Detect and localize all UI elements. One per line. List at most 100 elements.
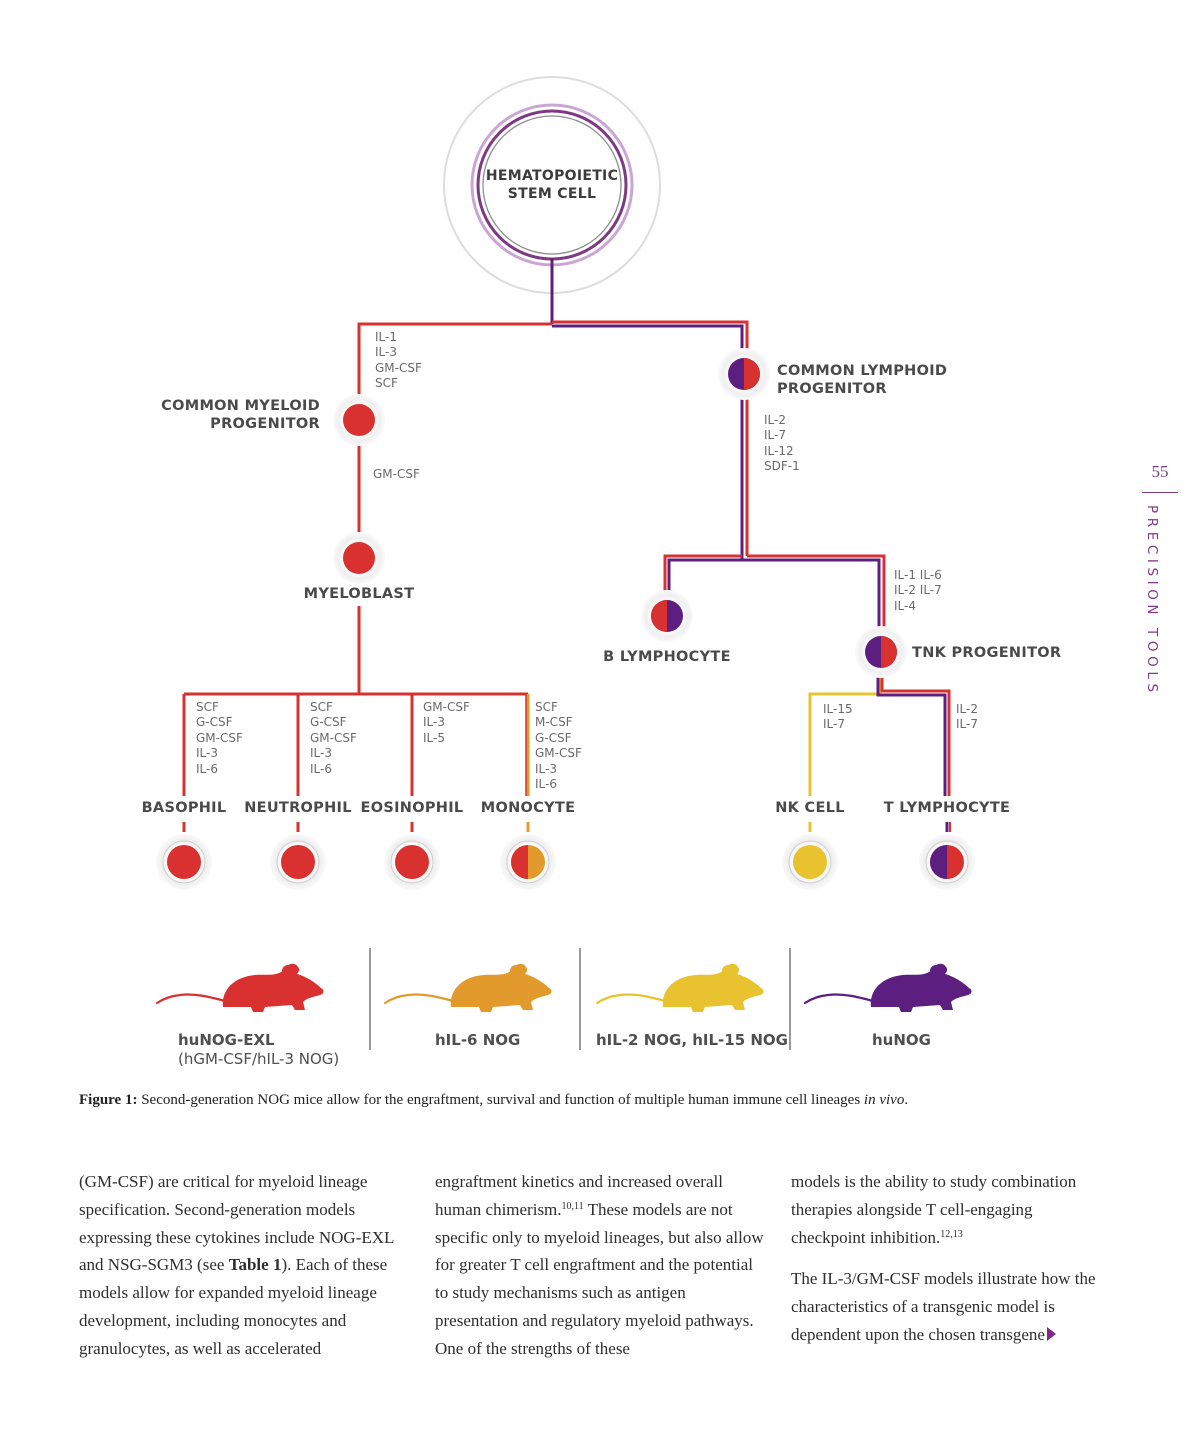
body-column-1: (GM-CSF) are critical for myeloid lineag… bbox=[79, 1168, 409, 1363]
caption-italic: in vivo bbox=[863, 1092, 905, 1108]
cytokine-item: IL-3 bbox=[423, 715, 445, 730]
page-number-divider bbox=[1142, 492, 1178, 493]
column-1-paragraph: (GM-CSF) are critical for myeloid lineag… bbox=[79, 1168, 409, 1363]
mouse-label-hil6-nog: hIL-6 NOG bbox=[435, 1031, 521, 1049]
mouse-purple-icon bbox=[803, 963, 972, 1012]
column-3-paragraph-1: models is the ability to study combinati… bbox=[791, 1168, 1101, 1251]
mouse-label-hunog: huNOG bbox=[872, 1031, 931, 1049]
common-myeloid-node bbox=[333, 394, 385, 446]
cytokine-item: GM-CSF bbox=[375, 360, 422, 375]
t-lymphocyte-label: T LYMPHOCYTE bbox=[883, 800, 1011, 816]
cytokine-item: IL-1 IL-6 bbox=[894, 568, 942, 582]
cytokine-item: SDF-1 bbox=[764, 459, 800, 474]
eosinophil-label: EOSINOPHIL bbox=[360, 800, 464, 816]
figure-caption: Figure 1: Second-generation NOG mice all… bbox=[79, 1092, 1139, 1109]
common-myeloid-label: COMMON MYELOID PROGENITOR bbox=[161, 398, 320, 432]
column-3-text-2: The IL-3/GM-CSF models illustrate how th… bbox=[791, 1269, 1096, 1344]
cytokine-item: IL-1 bbox=[375, 330, 397, 344]
neutrophil-label: NEUTROPHIL bbox=[244, 800, 352, 816]
column-1-text-cont: ). Each of these models allow for expand… bbox=[79, 1255, 388, 1358]
basophil-label: BASOPHIL bbox=[141, 800, 227, 816]
mouse-icons bbox=[155, 963, 972, 1012]
column-2-text: engraftment kinetics and increased overa… bbox=[435, 1172, 723, 1219]
caption-label: Figure 1: bbox=[79, 1092, 138, 1108]
lineage-lines bbox=[182, 259, 951, 832]
cytokine-item: IL-6 bbox=[535, 777, 557, 792]
page-number: 55 bbox=[1151, 462, 1169, 481]
cytokine-item: IL-15 bbox=[823, 702, 853, 716]
mouse-label-sub: (hGM-CSF/hIL-3 NOG) bbox=[178, 1050, 340, 1068]
cytokine-item: G-CSF bbox=[535, 730, 572, 745]
mouse-label-hunog-exl: huNOG-EXL (hGM-CSF/hIL-3 NOG) bbox=[178, 1031, 339, 1069]
cytokine-item: GM-CSF bbox=[423, 700, 470, 714]
caption-text: Second-generation NOG mice allow for the… bbox=[137, 1092, 864, 1108]
cytokine-item: SCF bbox=[375, 376, 398, 391]
mouse-yellow-icon bbox=[595, 963, 764, 1012]
cytokine-item: IL-2 IL-7 bbox=[894, 583, 942, 598]
b-lymphocyte-node bbox=[641, 590, 693, 642]
cytokine-item: IL-7 bbox=[956, 717, 978, 732]
cytokine-item: IL-3 bbox=[196, 746, 218, 761]
nk-cell-node bbox=[782, 834, 838, 890]
cytokine-item: SCF bbox=[310, 700, 333, 714]
body-column-2: engraftment kinetics and increased overa… bbox=[435, 1168, 765, 1363]
section-title: PRECISION TOOLS bbox=[1144, 505, 1160, 697]
tnk-progenitor-node bbox=[855, 626, 907, 678]
citation-12-13: 12,13 bbox=[940, 1228, 963, 1240]
column-2-paragraph: engraftment kinetics and increased overa… bbox=[435, 1168, 765, 1363]
cytokine-item: SCF bbox=[196, 700, 219, 714]
caption-end: . bbox=[904, 1092, 909, 1108]
myeloblast-label: MYELOBLAST bbox=[303, 586, 415, 602]
monocyte-node bbox=[500, 834, 556, 890]
nk-cell-label: NK CELL bbox=[775, 800, 845, 816]
citation-10-11: 10,11 bbox=[561, 1200, 584, 1212]
cytokine-item: IL-2 bbox=[764, 413, 786, 427]
eosinophil-node bbox=[384, 834, 440, 890]
cytokine-item: G-CSF bbox=[310, 715, 347, 730]
t-lymphocyte-node bbox=[919, 834, 975, 890]
cytokine-item: IL-4 bbox=[894, 598, 916, 613]
column-1-text: (GM-CSF) are critical for myeloid lineag… bbox=[79, 1172, 394, 1275]
cytokine-item: IL-6 bbox=[196, 761, 218, 776]
cytokine-item: IL-5 bbox=[423, 730, 445, 745]
cytokine-item: IL-3 bbox=[310, 746, 332, 761]
cytokine-item: IL-12 bbox=[764, 443, 794, 458]
mouse-label-main: huNOG-EXL bbox=[178, 1031, 275, 1049]
cytokines-myeloblast: GM-CSF bbox=[373, 467, 420, 482]
cytokine-item: M-CSF bbox=[535, 715, 573, 730]
body-column-3: models is the ability to study combinati… bbox=[791, 1168, 1101, 1349]
myeloblast-node bbox=[333, 532, 385, 584]
tnk-progenitor-label: TNK PROGENITOR bbox=[912, 645, 1062, 661]
cytokine-item: G-CSF bbox=[196, 715, 233, 730]
table-1-reference[interactable]: Table 1 bbox=[228, 1255, 282, 1275]
stem-cell-label: HEMATOPOIETIC STEM CELL bbox=[485, 168, 619, 202]
column-3-paragraph-2: The IL-3/GM-CSF models illustrate how th… bbox=[791, 1265, 1101, 1348]
common-lymphoid-label: COMMON LYMPHOID PROGENITOR bbox=[777, 363, 948, 397]
basophil-node bbox=[156, 834, 212, 890]
mouse-label-hil2-hil15-nog: hIL-2 NOG, hIL-15 NOG bbox=[596, 1031, 788, 1049]
cytokine-item: IL-3 bbox=[375, 345, 397, 360]
cytokine-item: SCF bbox=[535, 700, 558, 714]
cytokine-item: IL-6 bbox=[310, 761, 332, 776]
stem-cell-node bbox=[443, 76, 661, 294]
margin-rule bbox=[1142, 492, 1143, 493]
cytokine-item: IL-2 bbox=[956, 702, 978, 716]
mouse-orange-icon bbox=[383, 963, 552, 1012]
column-2-text-cont: These models are not specific only to my… bbox=[435, 1199, 764, 1358]
cytokine-item: GM-CSF bbox=[310, 730, 357, 745]
monocyte-label: MONOCYTE bbox=[480, 800, 576, 816]
cytokine-item: GM-CSF bbox=[535, 746, 582, 761]
cytokine-item: IL-7 bbox=[764, 428, 786, 443]
neutrophil-node bbox=[270, 834, 326, 890]
cytokine-item: GM-CSF bbox=[196, 730, 243, 745]
b-lymphocyte-label: B LYMPHOCYTE bbox=[603, 649, 731, 665]
